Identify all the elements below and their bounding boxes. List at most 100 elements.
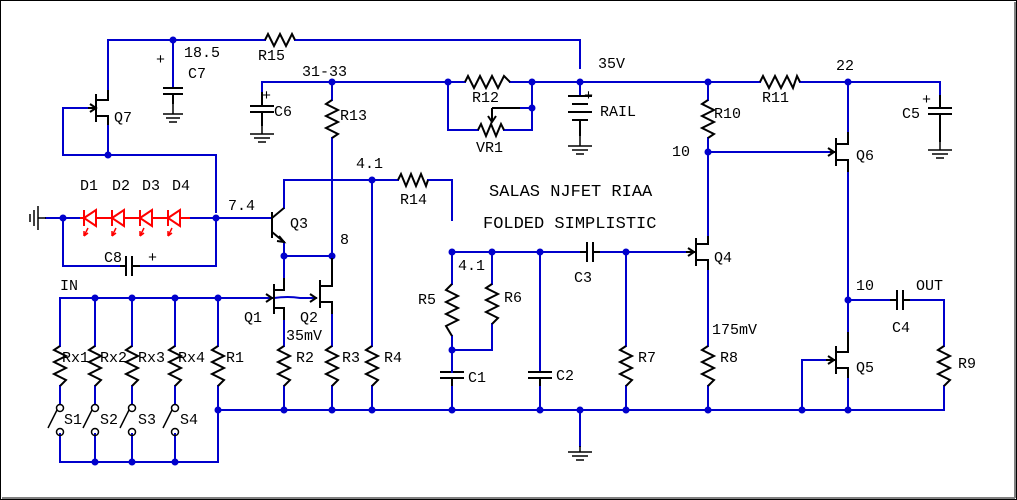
r8-label: R8 [720, 350, 738, 367]
voltage-4-1-r14: 4.1 [356, 156, 383, 173]
vr1-wiper [487, 107, 520, 124]
r13-symbol [323, 99, 341, 139]
r13-label: R13 [340, 108, 367, 125]
c4-symbol [890, 290, 910, 310]
rail-plus: + [584, 88, 593, 105]
r9-symbol [935, 345, 953, 387]
in-label: IN [60, 278, 78, 295]
voltage-22: 22 [836, 58, 854, 75]
grounds [29, 104, 952, 461]
voltage-8: 8 [340, 232, 349, 249]
wiring [45, 39, 945, 463]
rail-label: RAIL [600, 104, 636, 121]
leds [80, 208, 190, 237]
c5-symbol [928, 95, 952, 142]
q2-symbol [319, 258, 333, 314]
q6-label: Q6 [856, 148, 874, 165]
r4-symbol [363, 345, 381, 387]
s3-switch-icon [119, 403, 137, 437]
transistors [88, 90, 849, 378]
r10-label: R10 [714, 106, 741, 123]
c6-symbol [250, 92, 274, 126]
d2-led-icon [104, 208, 134, 237]
s2-switch-icon [82, 403, 100, 437]
d4-label: D4 [172, 178, 190, 195]
q1-label: Q1 [244, 310, 262, 327]
voltage-35mv: 35mV [286, 328, 322, 345]
rail-symbol [568, 95, 592, 136]
rx2-label: Rx2 [100, 350, 127, 367]
voltage-7-4: 7.4 [228, 198, 255, 215]
r12-symbol [464, 73, 511, 91]
q6-symbol [830, 132, 849, 172]
c7-symbol [163, 87, 183, 104]
ground-rail-icon [568, 136, 592, 155]
r8-symbol [699, 345, 717, 387]
ground-c7-icon [163, 104, 183, 123]
rx2-symbol [86, 345, 104, 387]
title-line-2: FOLDED SIMPLISTIC [483, 215, 656, 234]
switches [47, 403, 180, 437]
c1-label: C1 [468, 370, 486, 387]
c3-label: C3 [574, 270, 592, 287]
q2-label: Q2 [300, 310, 318, 327]
d1-led-icon [80, 208, 104, 237]
r4-label: R4 [384, 350, 402, 367]
voltage-175mv: 175mV [712, 322, 757, 339]
rx3-label: Rx3 [138, 350, 165, 367]
r7-label: R7 [638, 350, 656, 367]
s1-label: S1 [64, 412, 82, 429]
q5-symbol [826, 332, 849, 378]
rx1-label: Rx1 [62, 350, 89, 367]
junctions [59, 36, 852, 466]
s4-switch-icon [162, 403, 180, 437]
r6-label: R6 [504, 290, 522, 307]
r12-label: R12 [472, 90, 499, 107]
out-label: OUT [916, 278, 943, 295]
s4-label: S4 [180, 412, 198, 429]
rx1-symbol [51, 345, 69, 387]
ground-c6-icon [250, 126, 274, 143]
r5-symbol [443, 283, 461, 337]
r9-label: R9 [958, 356, 976, 373]
ground-main-icon [568, 446, 592, 461]
rx4-symbol [166, 345, 184, 387]
labels: SALAS NJFET RIAA FOLDED SIMPLISTIC 18.5 … [60, 45, 976, 429]
r15-symbol [264, 31, 296, 49]
q1-symbol [273, 278, 285, 320]
c7-plus: + [156, 52, 165, 69]
r14-symbol [397, 171, 429, 189]
q3-label: Q3 [290, 216, 308, 233]
r6-symbol [483, 283, 501, 325]
q3-symbol [271, 207, 285, 243]
q4-symbol [686, 236, 709, 270]
d3-led-icon [134, 208, 162, 237]
d4-led-icon [162, 208, 190, 237]
c8-plus: + [148, 250, 157, 267]
r3-label: R3 [342, 350, 360, 367]
r1-label: R1 [226, 350, 244, 367]
r1-symbol [209, 345, 227, 387]
rx3-symbol [123, 345, 141, 387]
capacitors [120, 87, 952, 386]
c2-label: C2 [556, 368, 574, 385]
d2-label: D2 [112, 178, 130, 195]
q4-label: Q4 [714, 250, 732, 267]
c2-symbol [528, 371, 552, 386]
r3-symbol [323, 345, 341, 387]
r10-symbol [699, 99, 717, 139]
voltage-4-1-r6: 4.1 [458, 258, 485, 275]
r11-label: R11 [762, 90, 789, 107]
s3-label: S3 [138, 412, 156, 429]
c8-label: C8 [104, 250, 122, 267]
rx4-label: Rx4 [178, 350, 205, 367]
q7-label: Q7 [114, 110, 132, 127]
voltage-10-q6: 10 [672, 144, 690, 161]
r2-label: R2 [296, 350, 314, 367]
q5-label: Q5 [856, 360, 874, 377]
d1-label: D1 [80, 178, 98, 195]
resistors [51, 31, 953, 387]
polarity-marks: + + + + + [148, 52, 931, 267]
r14-label: R14 [400, 192, 427, 209]
